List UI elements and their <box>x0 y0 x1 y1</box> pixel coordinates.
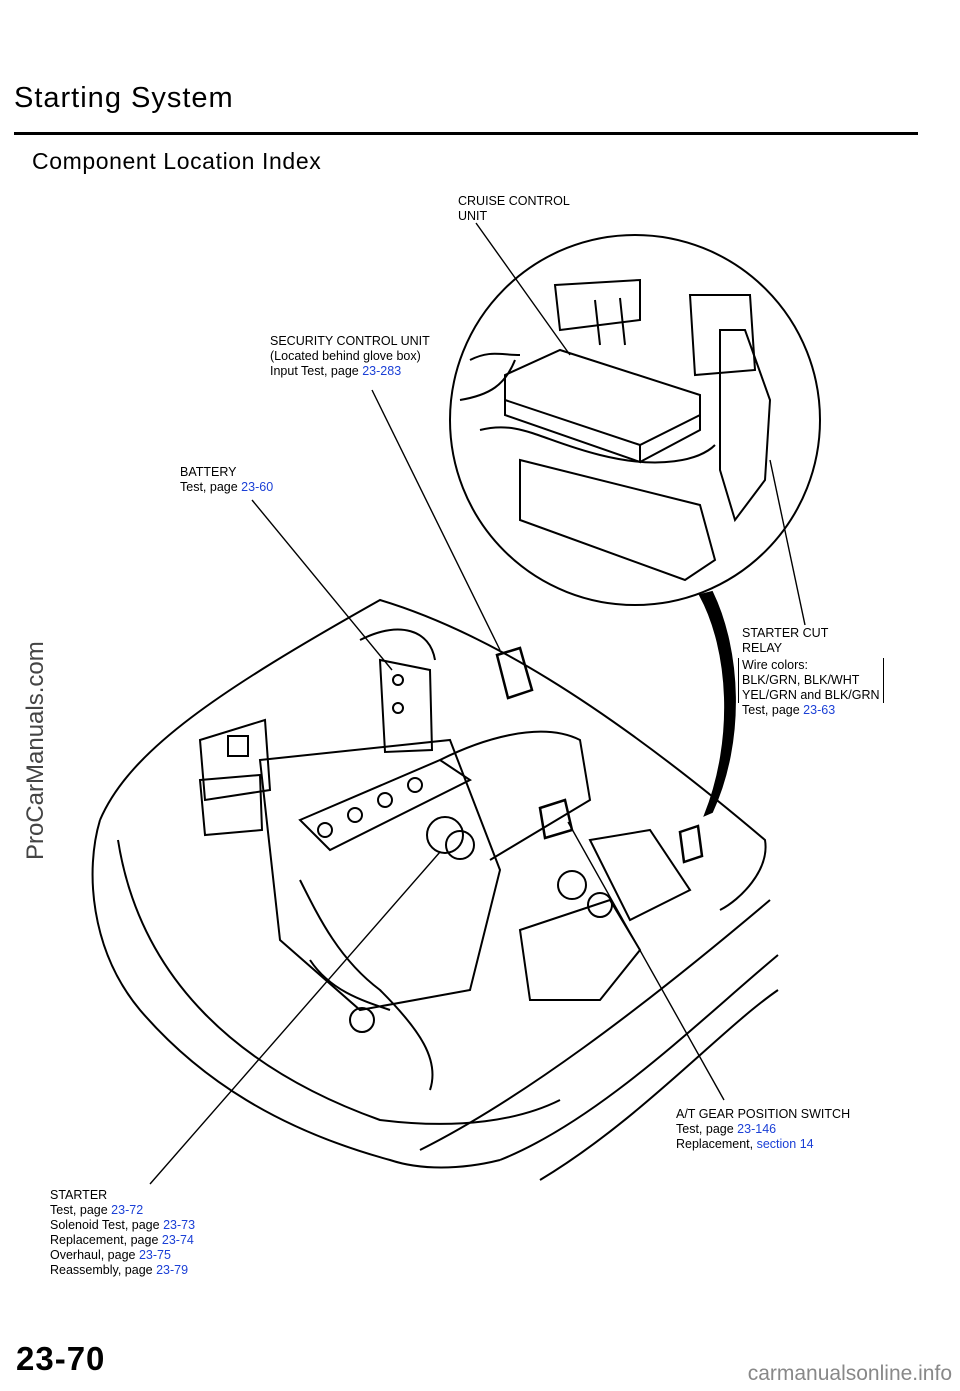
starter-overhaul-link[interactable]: 23-75 <box>138 1248 171 1262</box>
car-body-outline <box>99 598 767 911</box>
starter-reassembly-link[interactable]: 23-79 <box>156 1263 189 1277</box>
inset-tail <box>698 590 736 817</box>
starter-cut-relay-box <box>678 824 704 864</box>
security-input-test-link[interactable]: 23-283 <box>362 364 402 378</box>
at-gear-test-link[interactable]: 23-146 <box>737 1122 777 1136</box>
solenoid-test-link[interactable]: 23-73 <box>163 1218 196 1232</box>
title-rule <box>14 132 918 135</box>
battery-label: BATTERY Test, page 23-60 <box>180 465 274 494</box>
wire-colors-bracket: Wire colors: BLK/GRN, BLK/WHT YEL/GRN an… <box>738 658 884 703</box>
cruise-control-label: CRUISE CONTROL UNIT <box>458 194 570 223</box>
at-gear-replacement-link[interactable]: section 14 <box>756 1137 814 1151</box>
cruise-control-unit-drawing <box>504 348 701 447</box>
page-title: Starting System <box>14 82 234 114</box>
starter-cut-relay-label: STARTER CUT RELAY Wire colors: BLK/GRN, … <box>738 626 884 718</box>
at-gear-switch-label: A/T GEAR POSITION SWITCH Test, page 23-1… <box>676 1107 851 1151</box>
engine-block <box>258 738 502 1012</box>
security-control-label: SECURITY CONTROL UNIT (Located behind gl… <box>270 334 430 378</box>
battery-test-link[interactable]: 23-60 <box>241 480 274 494</box>
side-watermark: ProCarManuals.com <box>22 641 49 860</box>
starter-cut-test-link[interactable]: 23-63 <box>803 703 836 717</box>
security-unit-box <box>495 646 534 700</box>
starter-test-link[interactable]: 23-72 <box>111 1203 144 1217</box>
starter-label: STARTER Test, page 23-72 Solenoid Test, … <box>50 1188 196 1277</box>
bottom-watermark: carmanualsonline.info <box>747 1362 952 1385</box>
page-subtitle: Component Location Index <box>32 148 322 174</box>
page-number: 23-70 <box>16 1340 106 1377</box>
at-switch-box <box>538 798 574 840</box>
inset-circle <box>449 234 821 606</box>
starter-replacement-link[interactable]: 23-74 <box>161 1233 194 1247</box>
